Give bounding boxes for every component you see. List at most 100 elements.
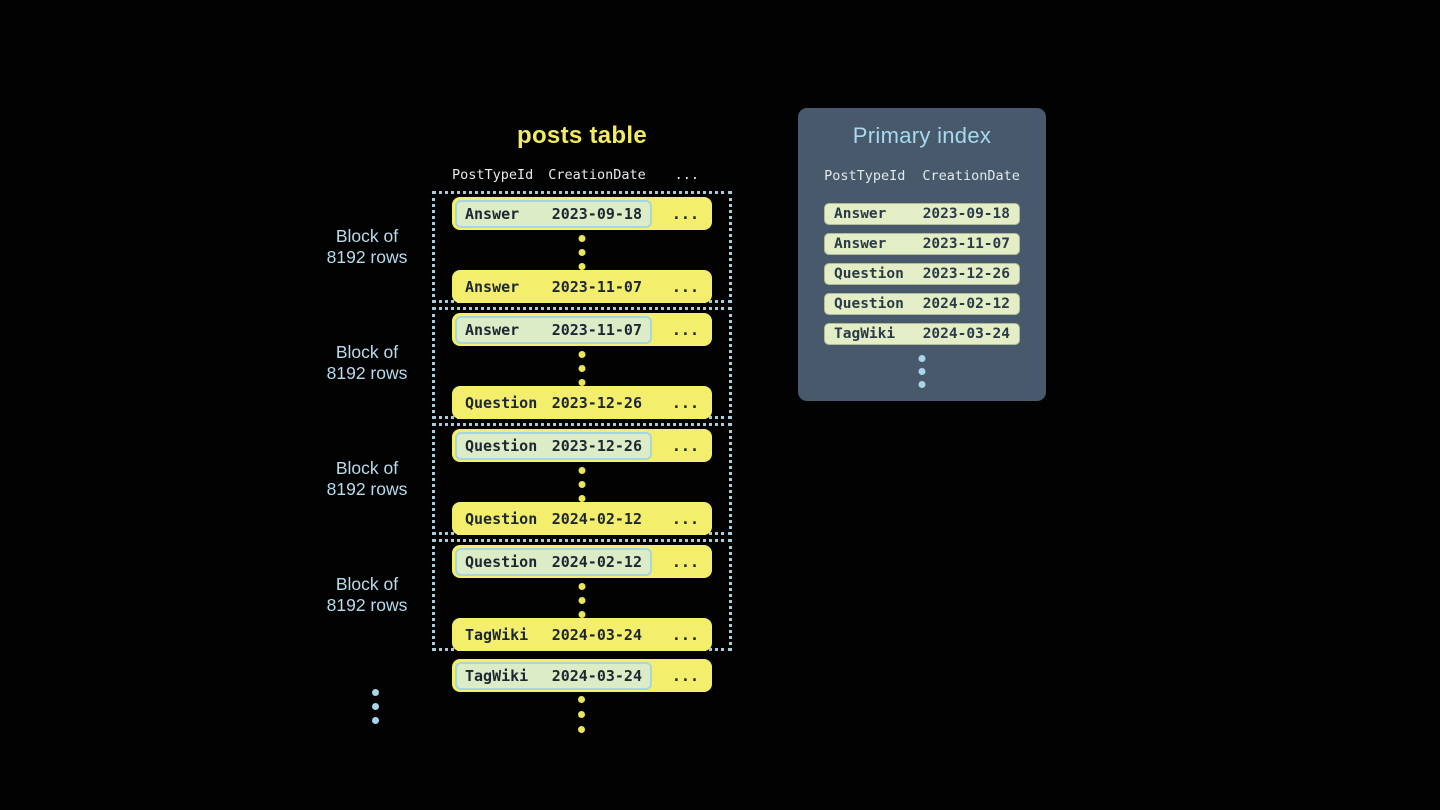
primary-index-column-headers: PostTypeId CreationDate <box>798 168 1046 184</box>
highlighted-index-entry: Question 2024-02-12 <box>455 547 652 576</box>
post-type-value: Question <box>834 296 904 312</box>
row-ellipsis: ... <box>671 320 699 339</box>
ellipsis-dots <box>578 583 586 618</box>
primary-index-title: Primary index <box>852 123 992 148</box>
creation-date-value: 2024-03-24 <box>922 326 1010 342</box>
index-entry: Question 2024-02-12 <box>824 293 1020 315</box>
post-type-value: Question <box>465 552 538 571</box>
more-blocks-dots <box>372 689 379 724</box>
creation-date-value: 2023-12-26 <box>551 393 642 412</box>
dot <box>578 696 585 703</box>
highlighted-index-entry: Answer 2023-11-07 <box>455 315 652 344</box>
block-label: Block of 8192 rows <box>326 226 408 267</box>
creation-date-value: 2023-12-26 <box>922 266 1010 282</box>
index-entry: Answer 2023-11-07 <box>824 233 1020 255</box>
table-row: TagWiki 2024-03-24 ... <box>452 618 712 651</box>
column-header-creationdate: CreationDate <box>548 167 646 183</box>
post-type-value: TagWiki <box>465 666 529 685</box>
dot <box>578 365 586 372</box>
posts-table-column-headers: PostTypeId CreationDate ... <box>452 167 712 183</box>
dot <box>578 711 585 718</box>
highlighted-index-entry: TagWiki 2024-03-24 <box>455 661 652 690</box>
dot <box>372 689 379 696</box>
table-row: Answer 2023-11-07 ... <box>452 270 712 303</box>
dot <box>372 717 379 724</box>
row-ellipsis: ... <box>671 552 699 571</box>
creation-date-value: 2024-03-24 <box>551 625 642 644</box>
post-type-value: Answer <box>834 236 887 252</box>
dot <box>578 597 586 604</box>
post-type-value: Question <box>465 509 538 528</box>
dot <box>578 249 586 256</box>
dot <box>578 583 586 590</box>
row-values: TagWiki 2024-03-24 <box>455 621 652 649</box>
column-header-ellipsis: ... <box>674 167 699 183</box>
row-values: Answer 2023-11-07 <box>455 273 652 301</box>
post-type-value: Question <box>834 266 904 282</box>
dot <box>578 726 585 733</box>
dot <box>578 379 586 386</box>
dot <box>918 355 926 362</box>
row-values: Question 2024-02-12 <box>455 505 652 533</box>
table-row: Question 2024-02-12 ... <box>452 502 712 535</box>
row-ellipsis: ... <box>671 277 699 296</box>
dot <box>578 235 586 242</box>
creation-date-value: 2023-12-26 <box>551 436 642 455</box>
index-entry: Answer 2023-09-18 <box>824 203 1020 225</box>
row-block-3: Question 2023-12-26 ... Question 2024-02… <box>432 423 732 535</box>
creation-date-value: 2023-11-07 <box>551 320 642 339</box>
post-type-value: TagWiki <box>465 625 529 644</box>
post-type-value: Answer <box>465 204 520 223</box>
ellipsis-dots <box>578 467 586 502</box>
table-row-overflow: TagWiki 2024-03-24 ... <box>452 659 712 692</box>
creation-date-value: 2023-11-07 <box>922 236 1010 252</box>
post-type-value: Answer <box>465 320 520 339</box>
row-ellipsis: ... <box>671 204 699 223</box>
post-type-value: Question <box>465 393 538 412</box>
primary-index-panel: Primary index PostTypeId CreationDate An… <box>798 108 1046 401</box>
creation-date-value: 2024-02-12 <box>922 296 1010 312</box>
table-row: Question 2024-02-12 ... <box>452 545 712 578</box>
creation-date-value: 2024-02-12 <box>551 552 642 571</box>
row-ellipsis: ... <box>671 393 699 412</box>
row-values: Question 2023-12-26 <box>455 389 652 417</box>
post-type-value: TagWiki <box>834 326 896 342</box>
creation-date-value: 2023-09-18 <box>922 206 1010 222</box>
primary-index-entries: Answer 2023-09-18 Answer 2023-11-07 Ques… <box>824 203 1020 353</box>
highlighted-index-entry: Question 2023-12-26 <box>455 431 652 460</box>
more-entries-dots <box>918 355 926 388</box>
post-type-value: Question <box>465 436 538 455</box>
post-type-value: Answer <box>465 277 520 296</box>
row-block-2: Answer 2023-11-07 ... Question 2023-12-2… <box>432 307 732 419</box>
highlighted-index-entry: Answer 2023-09-18 <box>455 199 652 228</box>
row-ellipsis: ... <box>671 509 699 528</box>
block-label: Block of 8192 rows <box>326 574 408 615</box>
dot <box>578 467 586 474</box>
dot <box>578 263 586 270</box>
more-rows-dots <box>578 696 585 733</box>
dot <box>372 703 379 710</box>
creation-date-value: 2023-09-18 <box>551 204 642 223</box>
index-entry: Question 2023-12-26 <box>824 263 1020 285</box>
dot <box>918 381 926 388</box>
dot <box>578 495 586 502</box>
row-ellipsis: ... <box>671 436 699 455</box>
table-row: Question 2023-12-26 ... <box>452 386 712 419</box>
row-ellipsis: ... <box>671 625 699 644</box>
index-entry: TagWiki 2024-03-24 <box>824 323 1020 345</box>
ellipsis-dots <box>578 351 586 386</box>
table-row: Answer 2023-11-07 ... <box>452 313 712 346</box>
post-type-value: Answer <box>834 206 887 222</box>
block-label: Block of 8192 rows <box>326 342 408 383</box>
posts-table-title: posts table <box>517 122 647 149</box>
ellipsis-dots <box>578 235 586 270</box>
column-header-creationdate: CreationDate <box>922 168 1020 184</box>
row-block-1: Answer 2023-09-18 ... Answer 2023-11-07 … <box>432 191 732 303</box>
column-header-posttypeid: PostTypeId <box>452 167 534 183</box>
block-label: Block of 8192 rows <box>326 458 408 499</box>
column-header-posttypeid: PostTypeId <box>824 168 906 184</box>
row-block-4: Question 2024-02-12 ... TagWiki 2024-03-… <box>432 539 732 651</box>
dot <box>578 611 586 618</box>
row-ellipsis: ... <box>671 666 699 685</box>
